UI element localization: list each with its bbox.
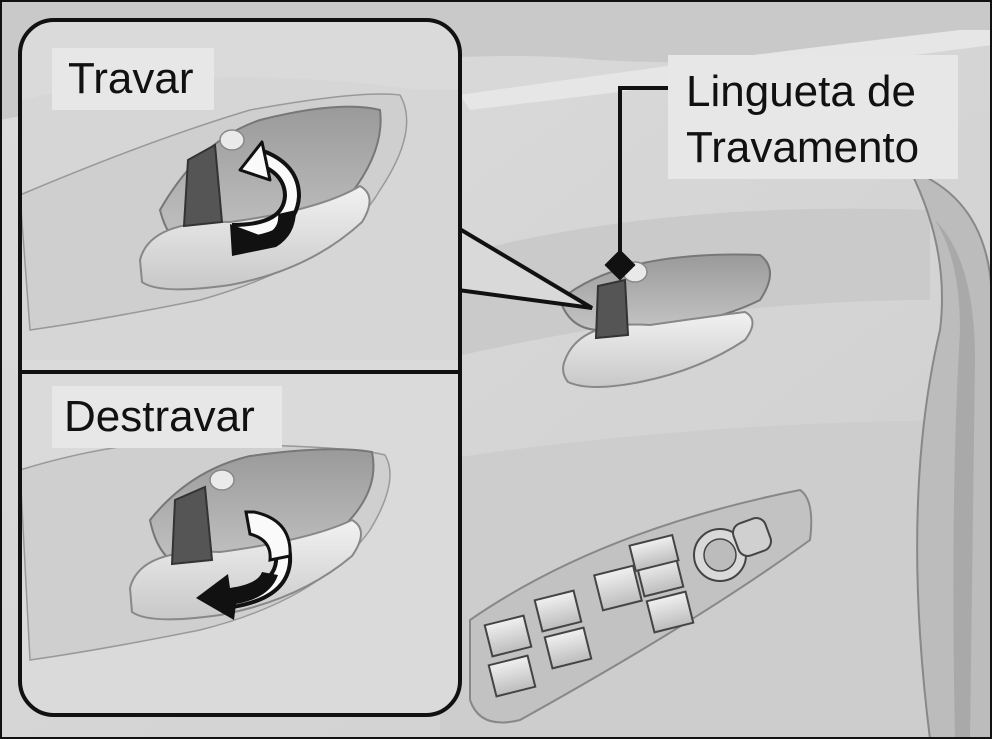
lock-tab-label: Lingueta de Travamento (668, 55, 958, 179)
lock-tab-inset-lock (182, 143, 224, 228)
inset-panel (18, 18, 462, 717)
window-switch-panel (469, 488, 813, 724)
inset-handle-lock (19, 77, 460, 360)
inset-handle-unlock (19, 440, 391, 661)
seat-edge-shadow (935, 220, 975, 739)
inset-border (18, 18, 462, 717)
leader-line (618, 86, 668, 264)
lock-label: Travar (52, 48, 214, 110)
unlock-arrow-tail (244, 510, 292, 562)
lock-tab-main (594, 278, 630, 340)
unlock-label: Destravar (52, 386, 282, 448)
door-handle-main (558, 253, 771, 388)
lock-arrow-tail (230, 210, 296, 256)
lock-tab-label-line2: Travamento (686, 123, 920, 172)
lock-tab-label-line1: Lingueta de (686, 67, 916, 116)
lock-tab-inset-unlock (170, 485, 214, 566)
unlock-arrow-head (196, 572, 278, 620)
lock-arrow-head (238, 140, 272, 182)
